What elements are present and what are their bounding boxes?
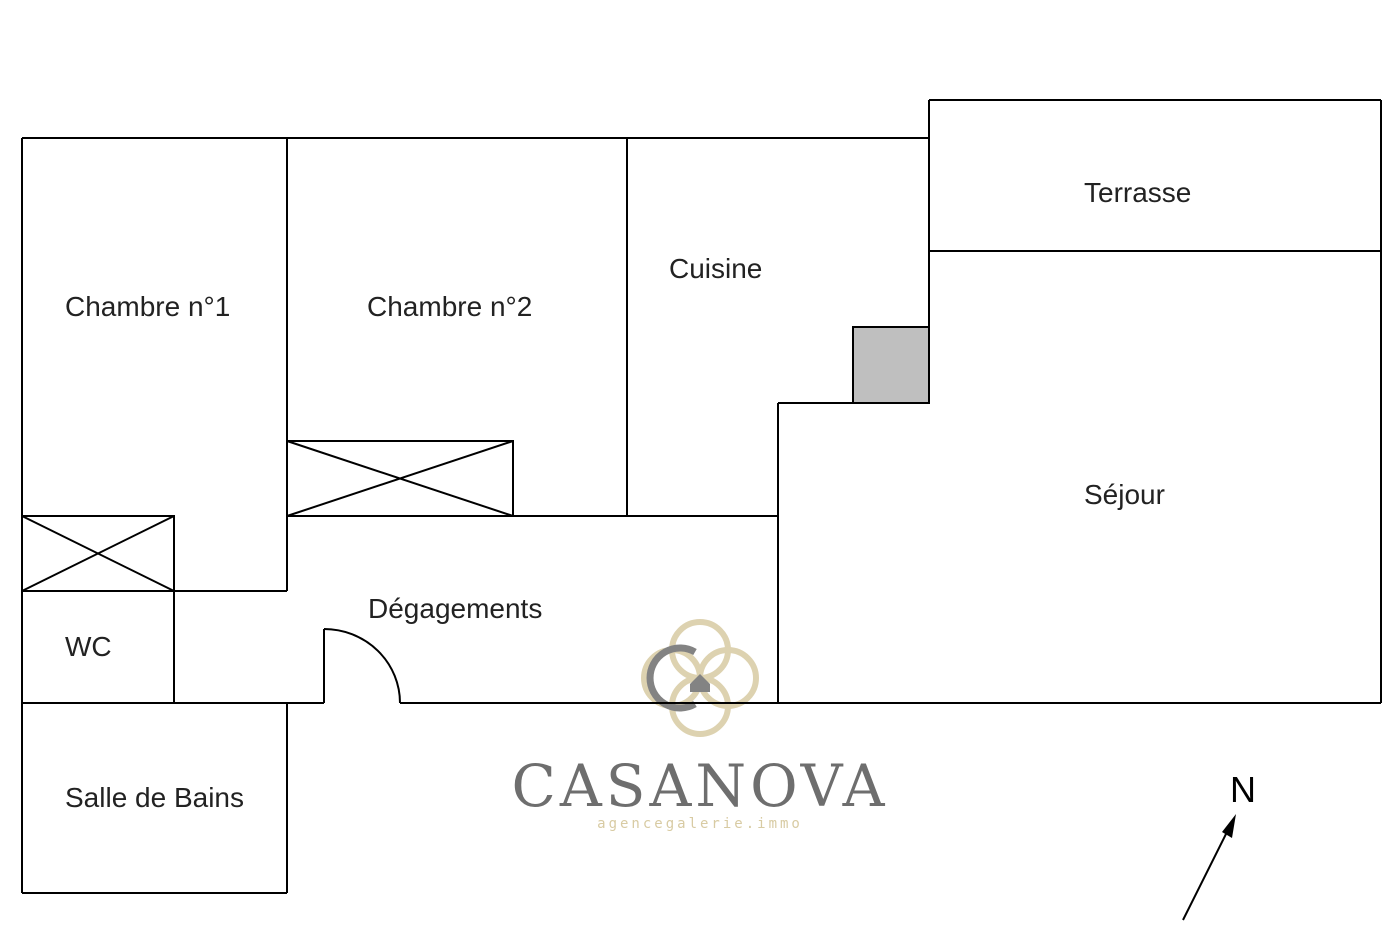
room-label-chambre1: Chambre n°1 [65, 291, 230, 322]
casanova-logo-icon [641, 619, 759, 737]
room-label-degagements: Dégagements [368, 593, 542, 624]
closet-chambre2 [286, 440, 514, 517]
entrance-door [323, 628, 401, 704]
room-label-salle-de-bains: Salle de Bains [65, 782, 244, 813]
north-arrow-icon [1182, 814, 1236, 921]
brand-tagline: agencegalerie.immo [597, 816, 803, 832]
brand-name: CASANOVA [512, 752, 889, 820]
room-label-cuisine: Cuisine [669, 253, 762, 284]
compass-label: N [1230, 769, 1256, 810]
room-label-wc: WC [65, 631, 112, 662]
room-label-chambre2: Chambre n°2 [367, 291, 532, 322]
closet-chambre1 [21, 515, 175, 592]
room-label-terrasse: Terrasse [1084, 177, 1191, 208]
room-label-sejour: Séjour [1084, 479, 1165, 510]
chimney-duct [852, 326, 930, 404]
